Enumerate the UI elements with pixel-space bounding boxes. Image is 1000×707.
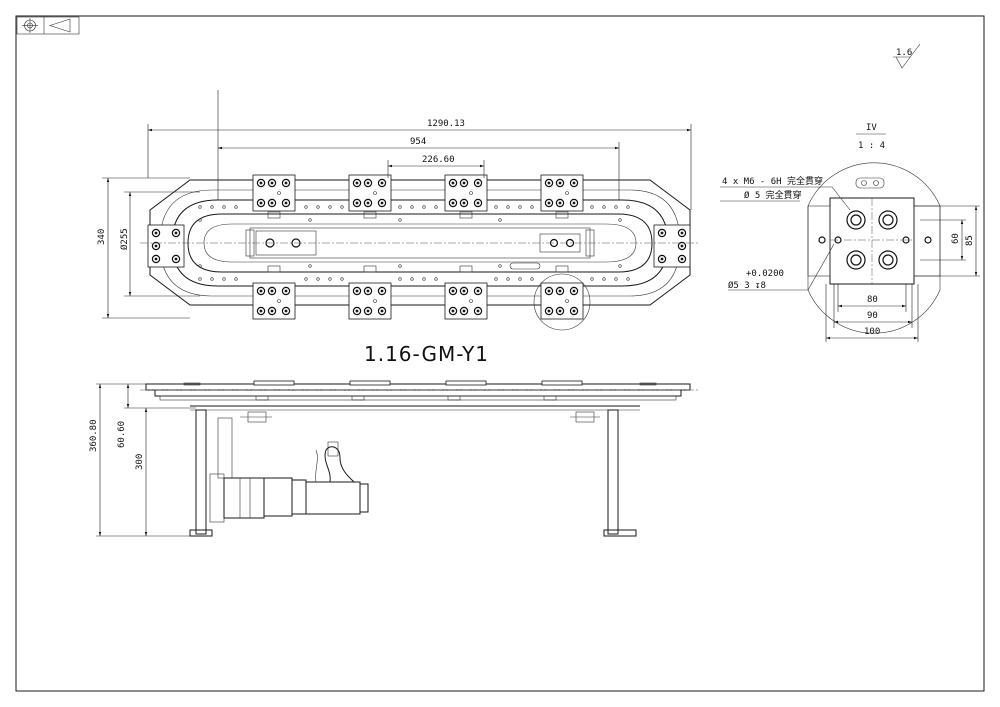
note-pin-hole: Ø5 3 ↧8 — [728, 280, 766, 291]
dim-top-thickness: 60.60 — [117, 421, 127, 448]
carrier-top-3 — [444, 174, 488, 212]
dim-total-height: 360.80 — [89, 419, 99, 452]
dim-detail-100: 100 — [864, 327, 880, 337]
dim-track-diameter: Ø255 — [119, 228, 130, 250]
dim-carrier-pitch: 226.60 — [422, 155, 455, 165]
carrier-right-end — [653, 224, 691, 268]
dim-frame-height: 300 — [135, 454, 145, 470]
detail-view: IV 1 : 4 — [807, 123, 941, 334]
surface-finish-symbol: 1.6 — [893, 43, 921, 69]
carrier-bottom-3 — [444, 282, 488, 320]
dimension-lines-detail — [825, 205, 980, 342]
side-view — [140, 380, 700, 537]
track-bolt-holes — [198, 205, 630, 281]
note-thread: 4 x M6 - 6H 完全貫穿 — [722, 175, 823, 187]
detail-label: IV — [866, 123, 877, 133]
dimension-lines-top — [102, 90, 692, 319]
note-thru: Ø 5 完全貫穿 — [744, 189, 802, 201]
surface-finish-value: 1.6 — [896, 48, 912, 58]
dim-overall-length: 1290.13 — [427, 119, 465, 129]
top-view: 1290.13 954 226.60 340 Ø255 — [97, 90, 700, 331]
projection-symbol — [16, 16, 80, 35]
dim-detail-80: 80 — [867, 295, 878, 305]
dim-overall-width: 340 — [97, 229, 107, 245]
detail-notes — [720, 186, 851, 291]
carrier-top-1 — [252, 174, 296, 212]
dim-detail-90: 90 — [867, 311, 878, 321]
sheet-border — [15, 15, 985, 692]
carrier-bottom-4 — [540, 282, 584, 320]
carrier-bottom-2 — [348, 282, 392, 320]
dimension-lines-side — [96, 383, 196, 537]
dim-detail-60: 60 — [951, 233, 961, 244]
drawing-title: 1.16-GM-Y1 — [364, 342, 489, 366]
carrier-top-2 — [348, 174, 392, 212]
note-tolerance: +0.0200 — [746, 269, 784, 279]
carrier-bottom-1 — [252, 282, 296, 320]
detail-scale: 1 : 4 — [858, 141, 885, 151]
dim-detail-85: 85 — [965, 235, 975, 246]
dim-pulley-centers: 954 — [410, 137, 426, 147]
carrier-left-end — [147, 224, 185, 268]
carrier-top-4 — [540, 174, 584, 212]
detail-circle — [533, 273, 591, 331]
